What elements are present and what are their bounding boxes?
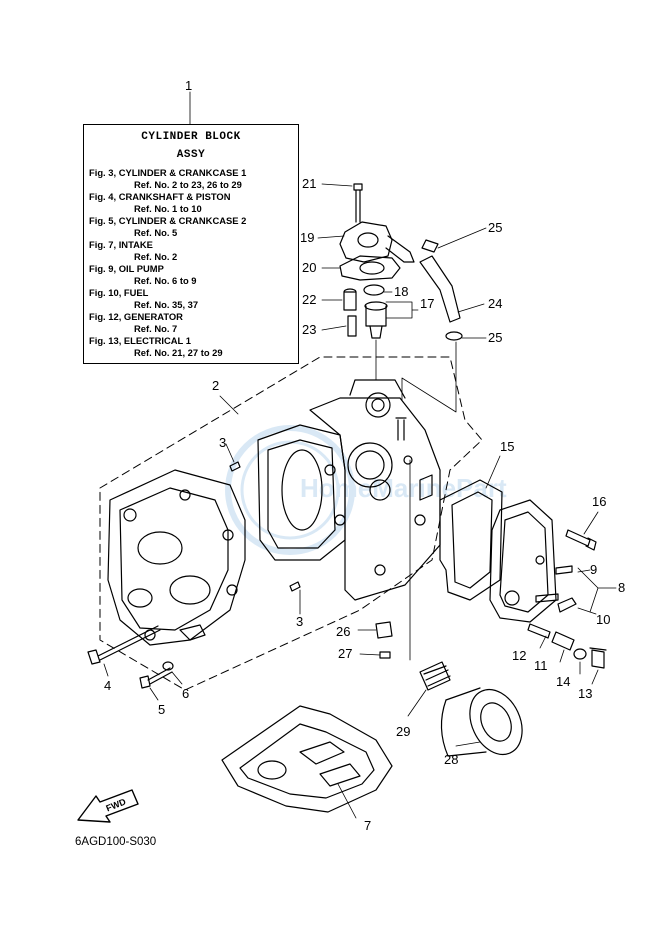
oil-filter-stud-29 — [419, 661, 451, 691]
figure-reference: Fig. 5, CYLINDER & CRANKCASE 2 — [89, 215, 247, 226]
callout-5: 5 — [158, 702, 165, 717]
thermostat-17 — [364, 301, 388, 339]
washer-14 — [573, 648, 587, 660]
callout-3-lower: 3 — [296, 614, 303, 629]
figure-reference: Fig. 3, CYLINDER & CRANKCASE 1 — [89, 167, 247, 178]
callout-19: 19 — [300, 230, 314, 245]
callout-2: 2 — [212, 378, 219, 393]
callout-16: 16 — [592, 494, 606, 509]
dowel-pin-upper — [229, 461, 241, 472]
hose-leader — [401, 341, 457, 413]
callout-11: 11 — [534, 658, 548, 673]
diagram-code: 6AGD100-S030 — [75, 836, 157, 848]
callout-29: 29 — [396, 724, 410, 739]
callout-8: 8 — [618, 580, 625, 595]
bracket-26 — [375, 621, 393, 639]
callout-21: 21 — [302, 176, 316, 191]
gasket-20 — [339, 255, 401, 281]
callout-23: 23 — [302, 322, 316, 337]
assy-reference-box: CYLINDER BLOCK ASSY Fig. 3, CYLINDER & C… — [83, 124, 299, 364]
clamp-25-top — [421, 239, 439, 253]
screw-27 — [379, 651, 391, 659]
thermostat-cover — [339, 221, 415, 263]
callout-14: 14 — [556, 674, 570, 689]
cylinder-block — [257, 379, 441, 601]
figure-reference: Fig. 4, CRANKSHAFT & PISTON — [89, 191, 231, 202]
bolt-21 — [353, 183, 363, 223]
ref-number-range: Ref. No. 7 — [134, 323, 178, 334]
callout-numbers: 2 3 3 4 5 6 7 8 9 10 11 12 13 14 15 16 1… — [104, 78, 625, 833]
ref-number-range: Ref. No. 21, 27 to 29 — [134, 347, 223, 358]
collar-22 — [343, 288, 357, 311]
callout-12: 12 — [512, 648, 526, 663]
crankcase-left — [107, 469, 246, 646]
assy-title-line2: ASSY — [176, 149, 206, 161]
figure-reference: Fig. 13, ELECTRICAL 1 — [89, 335, 191, 346]
callout-13: 13 — [578, 686, 592, 701]
callout-24: 24 — [488, 296, 502, 311]
bolt-23 — [347, 315, 357, 337]
figure-reference: Fig. 10, FUEL — [89, 287, 149, 298]
callout-25-upper: 25 — [488, 220, 502, 235]
callout-15: 15 — [500, 439, 514, 454]
callout-25-lower: 25 — [488, 330, 502, 345]
ref-number-range: Ref. No. 2 to 23, 26 to 29 — [134, 179, 242, 190]
fwd-arrow-icon: FWD — [77, 789, 139, 823]
assembly-dashed-outline — [99, 356, 483, 691]
hose-24 — [419, 255, 461, 323]
callout-22: 22 — [302, 292, 316, 307]
callout-3-upper: 3 — [219, 435, 226, 450]
bolt-16 — [565, 529, 597, 551]
washer-6 — [162, 661, 174, 671]
figure-reference: Fig. 7, INTAKE — [89, 239, 153, 250]
assy-title-line1: CYLINDER BLOCK — [141, 131, 241, 143]
ref-number-range: Ref. No. 1 to 10 — [134, 203, 202, 214]
bolt-5 — [139, 667, 173, 689]
callout-9: 9 — [590, 562, 597, 577]
clamp-25-bottom — [445, 331, 463, 341]
ref-number-range: Ref. No. 35, 37 — [134, 299, 199, 310]
callout-1: 1 — [185, 78, 192, 93]
figure-reference: Fig. 9, OIL PUMP — [89, 263, 164, 274]
screw-9 — [555, 565, 573, 575]
sleeve-11 — [551, 631, 575, 651]
bolt-12 — [527, 623, 551, 639]
ref-number-range: Ref. No. 2 — [134, 251, 178, 262]
callout-26: 26 — [336, 624, 350, 639]
gasket-7 — [221, 705, 393, 813]
watermark-text: HomeMarinePart — [300, 473, 507, 503]
callout-7: 7 — [364, 818, 371, 833]
callout-10: 10 — [596, 612, 610, 627]
callout-20: 20 — [302, 260, 316, 275]
callout-4: 4 — [104, 678, 111, 693]
screw-10a — [535, 593, 559, 603]
drain-plug-13 — [589, 647, 607, 669]
ref-number-range: Ref. No. 5 — [134, 227, 178, 238]
leader-lines — [103, 91, 617, 819]
ref-number-range: Ref. No. 6 to 9 — [134, 275, 197, 286]
figure-reference: Fig. 12, GENERATOR — [89, 311, 183, 322]
oil-filter-28 — [440, 687, 523, 757]
callout-6: 6 — [182, 686, 189, 701]
seal-ring-18 — [363, 284, 385, 296]
callout-28: 28 — [444, 752, 458, 767]
bolt-4 — [87, 625, 161, 665]
callout-18: 18 — [394, 284, 408, 299]
cover-plate-8 — [489, 499, 557, 623]
dowel-pin-lower — [289, 581, 301, 592]
screw-10b — [557, 597, 577, 613]
callout-17: 17 — [420, 296, 434, 311]
callout-27: 27 — [338, 646, 352, 661]
